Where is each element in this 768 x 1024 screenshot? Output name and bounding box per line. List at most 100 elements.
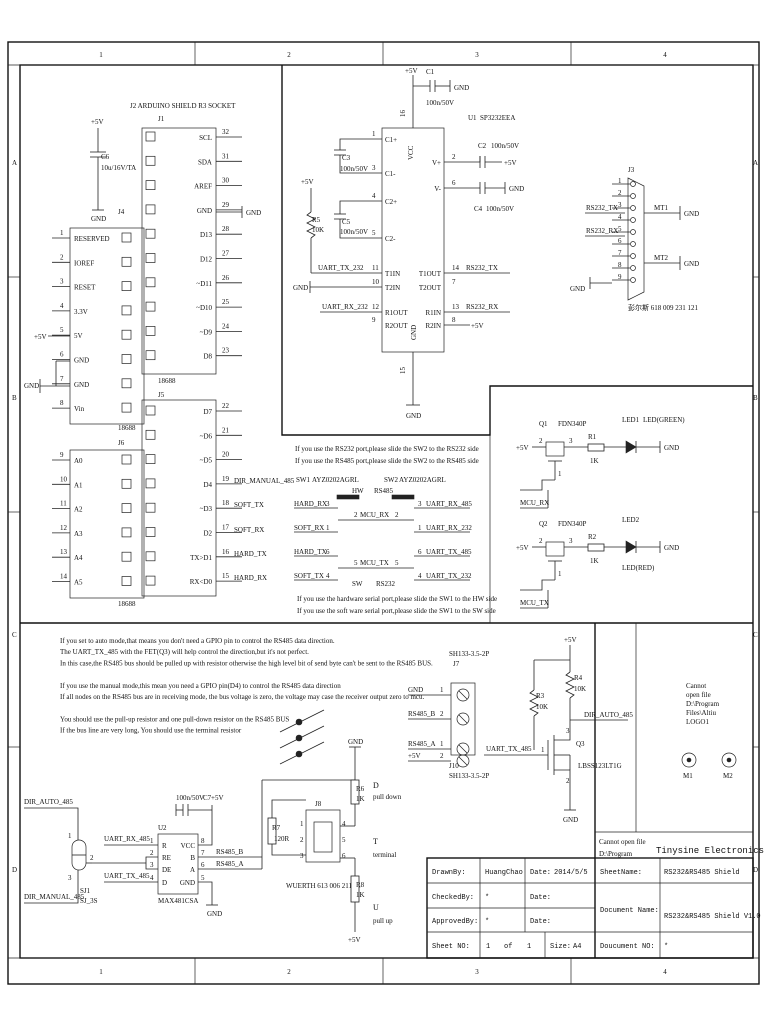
- j7-part: SH133-3.5-2P: [449, 650, 489, 658]
- checked-value: *: [485, 894, 489, 902]
- pin-signal: T1IN: [385, 270, 400, 278]
- j3-pin-number: 3: [618, 201, 622, 209]
- pin-number: 5: [201, 874, 205, 882]
- j3-pin-number: 1: [618, 177, 622, 185]
- date-value: 2014/5/5: [554, 869, 588, 877]
- row-label: D: [753, 866, 758, 874]
- socket-pin-square: [145, 502, 156, 513]
- docno-value: *: [664, 943, 668, 951]
- pin-signal: R: [162, 842, 167, 850]
- sw-mid-net: MCU_TX: [360, 559, 389, 567]
- sw-left-pin: 6: [326, 548, 330, 556]
- pin-signal: RESERVED: [74, 235, 110, 243]
- mt2-gnd: GND: [684, 260, 699, 268]
- net-rs485-b: RS485_B: [216, 848, 244, 856]
- sw-left-net: HARD_TX: [294, 548, 327, 556]
- socket-pin-square: [145, 301, 156, 312]
- j7-ref: J7: [453, 660, 460, 668]
- pin-number: 14: [60, 573, 68, 581]
- q2-vcc: +5V: [516, 544, 529, 552]
- terminal-screw-slot: [458, 714, 468, 724]
- pin-signal: T2IN: [385, 284, 400, 292]
- j3-pin-circle: [630, 277, 636, 283]
- pin-number: 7: [201, 849, 205, 857]
- u2-part: MAX481CSA: [158, 897, 198, 905]
- pin-signal: VCC: [181, 842, 196, 850]
- pin-number: 8: [60, 399, 64, 407]
- pin-signal: V+: [432, 159, 441, 167]
- pin-number: 12: [372, 303, 380, 311]
- led2-ref: LED2: [622, 516, 640, 524]
- net-gnd: GND: [246, 209, 261, 217]
- mt1: MT1: [654, 204, 669, 212]
- u1-vcc-net: +5V: [405, 67, 418, 75]
- net-rs485-a: RS485_A: [216, 860, 244, 868]
- r5-vcc: +5V: [301, 178, 314, 186]
- pin-signal: A5: [74, 579, 83, 587]
- row-label: C: [12, 631, 17, 639]
- drawn-label: DrawnBy:: [432, 869, 466, 877]
- socket-pin-square: [121, 527, 132, 538]
- u1-gnd-net: GND: [406, 412, 421, 420]
- q1-ref: Q1: [539, 420, 548, 428]
- terminal-net: RS485_B: [408, 710, 436, 718]
- q2-pin1: 1: [558, 570, 562, 578]
- pin-signal: A3: [74, 530, 83, 538]
- pin-signal: D7: [203, 408, 212, 416]
- sj-pin: 3: [68, 874, 72, 882]
- q2-pin3: 3: [569, 537, 573, 545]
- serial-switches: If you use the RS232 port,please slide t…: [294, 445, 497, 615]
- u1-ref: U1: [468, 114, 477, 122]
- led1-gnd: GND: [664, 444, 679, 452]
- rs485-note-line: If all nodes on the RS485 bus are in rec…: [60, 693, 425, 701]
- socket-pin-square: [145, 551, 156, 562]
- j4-ref: J4: [118, 208, 125, 216]
- pin-number: 7: [60, 375, 64, 383]
- switch-note-1: If you use the RS232 port,please slide t…: [295, 445, 479, 453]
- r1-ref: R1: [588, 433, 597, 441]
- terminal-screw-slot: [458, 744, 468, 754]
- r8-ref: R8: [356, 881, 365, 889]
- r6-ref: R6: [356, 785, 365, 793]
- pin-number: 4: [60, 302, 64, 310]
- pin-signal: D2: [203, 530, 212, 538]
- rs485-note-line: The UART_TX_485 with the FET(Q3) will he…: [60, 648, 309, 656]
- pin-number: 5: [60, 326, 64, 334]
- rs485-note-line: If you set to auto mode,that means you d…: [60, 637, 335, 645]
- docname-label: Document Name:: [600, 907, 659, 915]
- pin-signal: T1OUT: [419, 270, 442, 278]
- socket-pin-square: [145, 253, 156, 263]
- socket-pin-square: [145, 204, 156, 215]
- c4-ref: C4: [474, 205, 483, 213]
- pin-number: 8: [201, 837, 205, 845]
- net-hard-rx: HARD_RX: [234, 574, 267, 582]
- sheet-value: 1: [486, 943, 490, 951]
- terminal-screw: [456, 712, 470, 726]
- pin-signal: T2OUT: [419, 284, 442, 292]
- socket-pin-square: [121, 232, 132, 243]
- c1-value: 100n/50V: [426, 99, 454, 107]
- socket-pin-square: [121, 551, 132, 562]
- row-label: B: [12, 394, 17, 402]
- pin-number: 29: [222, 201, 230, 209]
- r2in-vcc: +5V: [471, 322, 484, 330]
- q1-part: FDN340P: [558, 420, 587, 428]
- pin-signal: ~D11: [196, 280, 212, 288]
- j3-pin-circle: [630, 241, 636, 247]
- size-value: A4: [573, 943, 581, 951]
- pin-number: 13: [60, 548, 68, 556]
- pin-number: 2: [452, 153, 456, 161]
- r5-value: 10K: [312, 226, 324, 234]
- c2-value: 100n/50V: [491, 142, 519, 150]
- pin-number: 8: [452, 316, 456, 324]
- rs485-note-line: You should use the pull-up resistor and …: [60, 715, 289, 723]
- net-uart-rx-232: UART_RX_232: [322, 303, 368, 311]
- c6-vcc: +5V: [91, 118, 104, 126]
- pin-number: 6: [60, 351, 64, 359]
- r8-vcc: +5V: [348, 936, 361, 944]
